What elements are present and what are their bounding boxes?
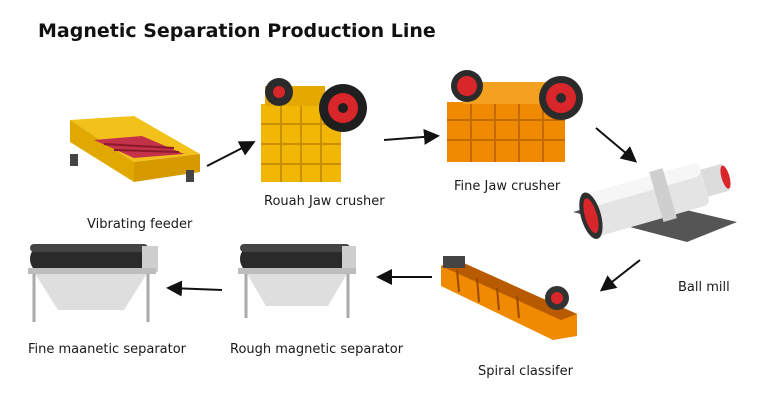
fine-jaw-crusher-label: Fine Jaw crusher	[454, 179, 561, 194]
arrow-feeder-to-rough-jaw	[206, 141, 256, 167]
rough-jaw-crusher-label: Rouah Jaw crusher	[264, 194, 385, 209]
ball-mill-label: Ball mill	[678, 280, 730, 295]
fine-magnetic-separator-label: Fine maanetic separator	[28, 342, 187, 357]
fine-jaw-crusher-image	[443, 68, 583, 166]
rough-jaw-crusher-image	[257, 76, 369, 186]
spiral-classifier-image	[437, 256, 585, 344]
fine-magnetic-separator-image	[24, 238, 164, 326]
rough-magnetic-separator-label: Rough magnetic separator	[230, 342, 404, 357]
spiral-classifier-label: Spiral classifer	[478, 364, 573, 379]
arrow-rough-to-fine-separator	[166, 280, 223, 297]
arrow-rough-jaw-to-fine-jaw	[383, 128, 440, 145]
arrow-fine-jaw-to-ball-mill	[595, 127, 638, 163]
diagram-title: Magnetic Separation Production Line	[38, 20, 436, 42]
rough-magnetic-separator-image	[232, 240, 362, 322]
vibrating-feeder-label: Vibrating feeder	[87, 217, 193, 232]
vibrating-feeder-image	[64, 112, 204, 190]
ball-mill-image	[567, 152, 739, 248]
arrow-ball-mill-to-spiral	[599, 259, 641, 292]
